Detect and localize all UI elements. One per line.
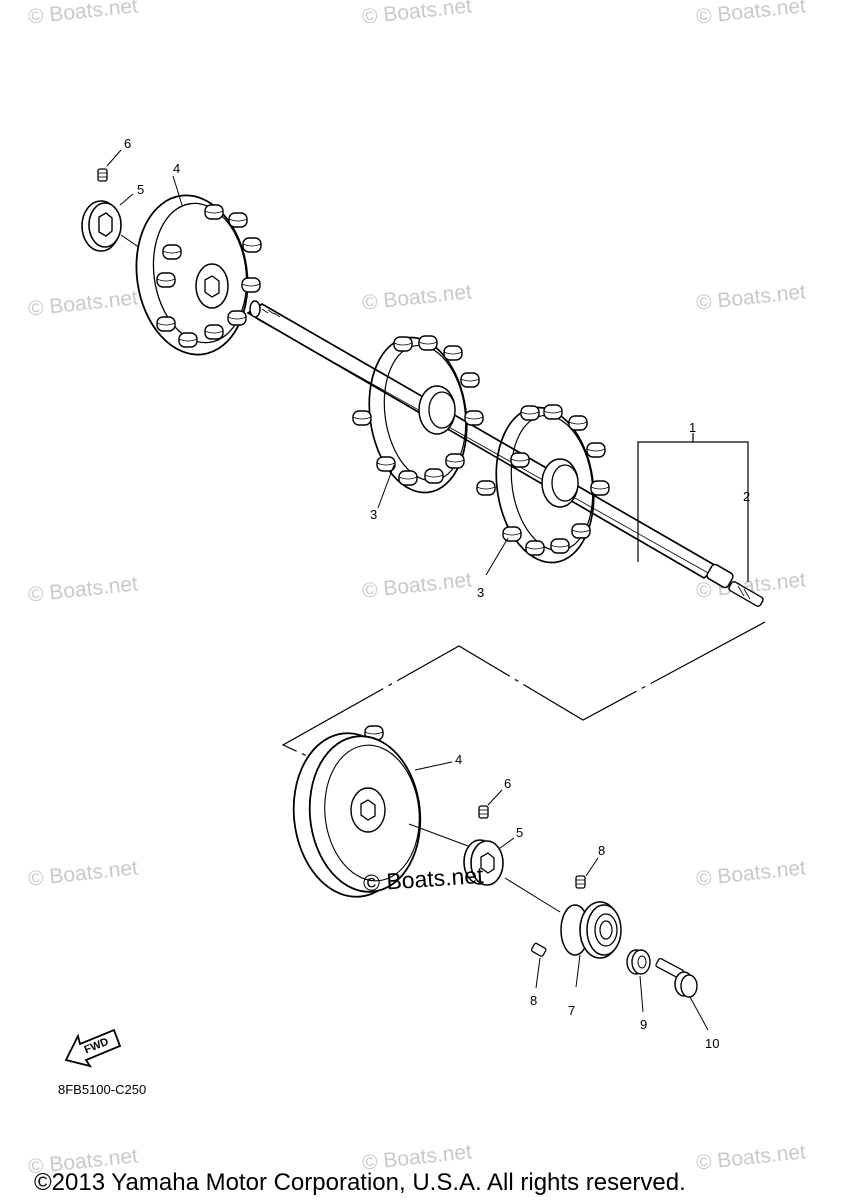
end-pin-2 xyxy=(728,581,764,607)
collar-5-bottom xyxy=(463,837,561,913)
bolt-10 xyxy=(655,957,709,1031)
callout-2: 2 xyxy=(743,489,751,504)
callout-3-second: 3 xyxy=(477,585,485,600)
setscrew-8-bottom xyxy=(530,942,547,989)
callout-8-top: 8 xyxy=(598,843,606,858)
sprocket-3-second xyxy=(476,404,610,576)
callout-7: 7 xyxy=(568,1003,576,1018)
collar-5-top xyxy=(81,193,141,252)
callout-4-top: 4 xyxy=(173,161,181,176)
callout-bracket xyxy=(637,433,749,582)
fwd-arrow-icon xyxy=(64,1028,122,1068)
setscrew-6-top xyxy=(97,149,122,182)
sprocket-4-top xyxy=(135,175,262,356)
diagram-part-code: 8FB5100-C250 xyxy=(58,1082,147,1097)
nut-9 xyxy=(626,949,651,1013)
callout-8-bottom: 8 xyxy=(530,993,538,1008)
callout-6-bottom: 6 xyxy=(504,776,512,791)
callout-9: 9 xyxy=(640,1017,648,1032)
sprocket-4-bottom xyxy=(292,725,469,898)
alignment-line xyxy=(281,621,766,761)
callout-10: 10 xyxy=(705,1036,720,1051)
callout-1: 1 xyxy=(689,420,697,435)
drive-shaft-1 xyxy=(246,300,764,607)
callout-4-bottom: 4 xyxy=(455,752,463,767)
callout-5-top: 5 xyxy=(137,182,145,197)
callout-3-first: 3 xyxy=(370,507,378,522)
setscrew-6-bottom xyxy=(478,789,503,819)
callout-5-bottom: 5 xyxy=(516,825,524,840)
setscrew-8-top xyxy=(575,857,599,889)
bearing-7 xyxy=(560,901,622,988)
sprocket-3-first xyxy=(352,335,484,509)
callout-6-top: 6 xyxy=(124,136,132,151)
copyright-notice: ©2013 Yamaha Motor Corporation, U.S.A. A… xyxy=(34,1169,686,1196)
